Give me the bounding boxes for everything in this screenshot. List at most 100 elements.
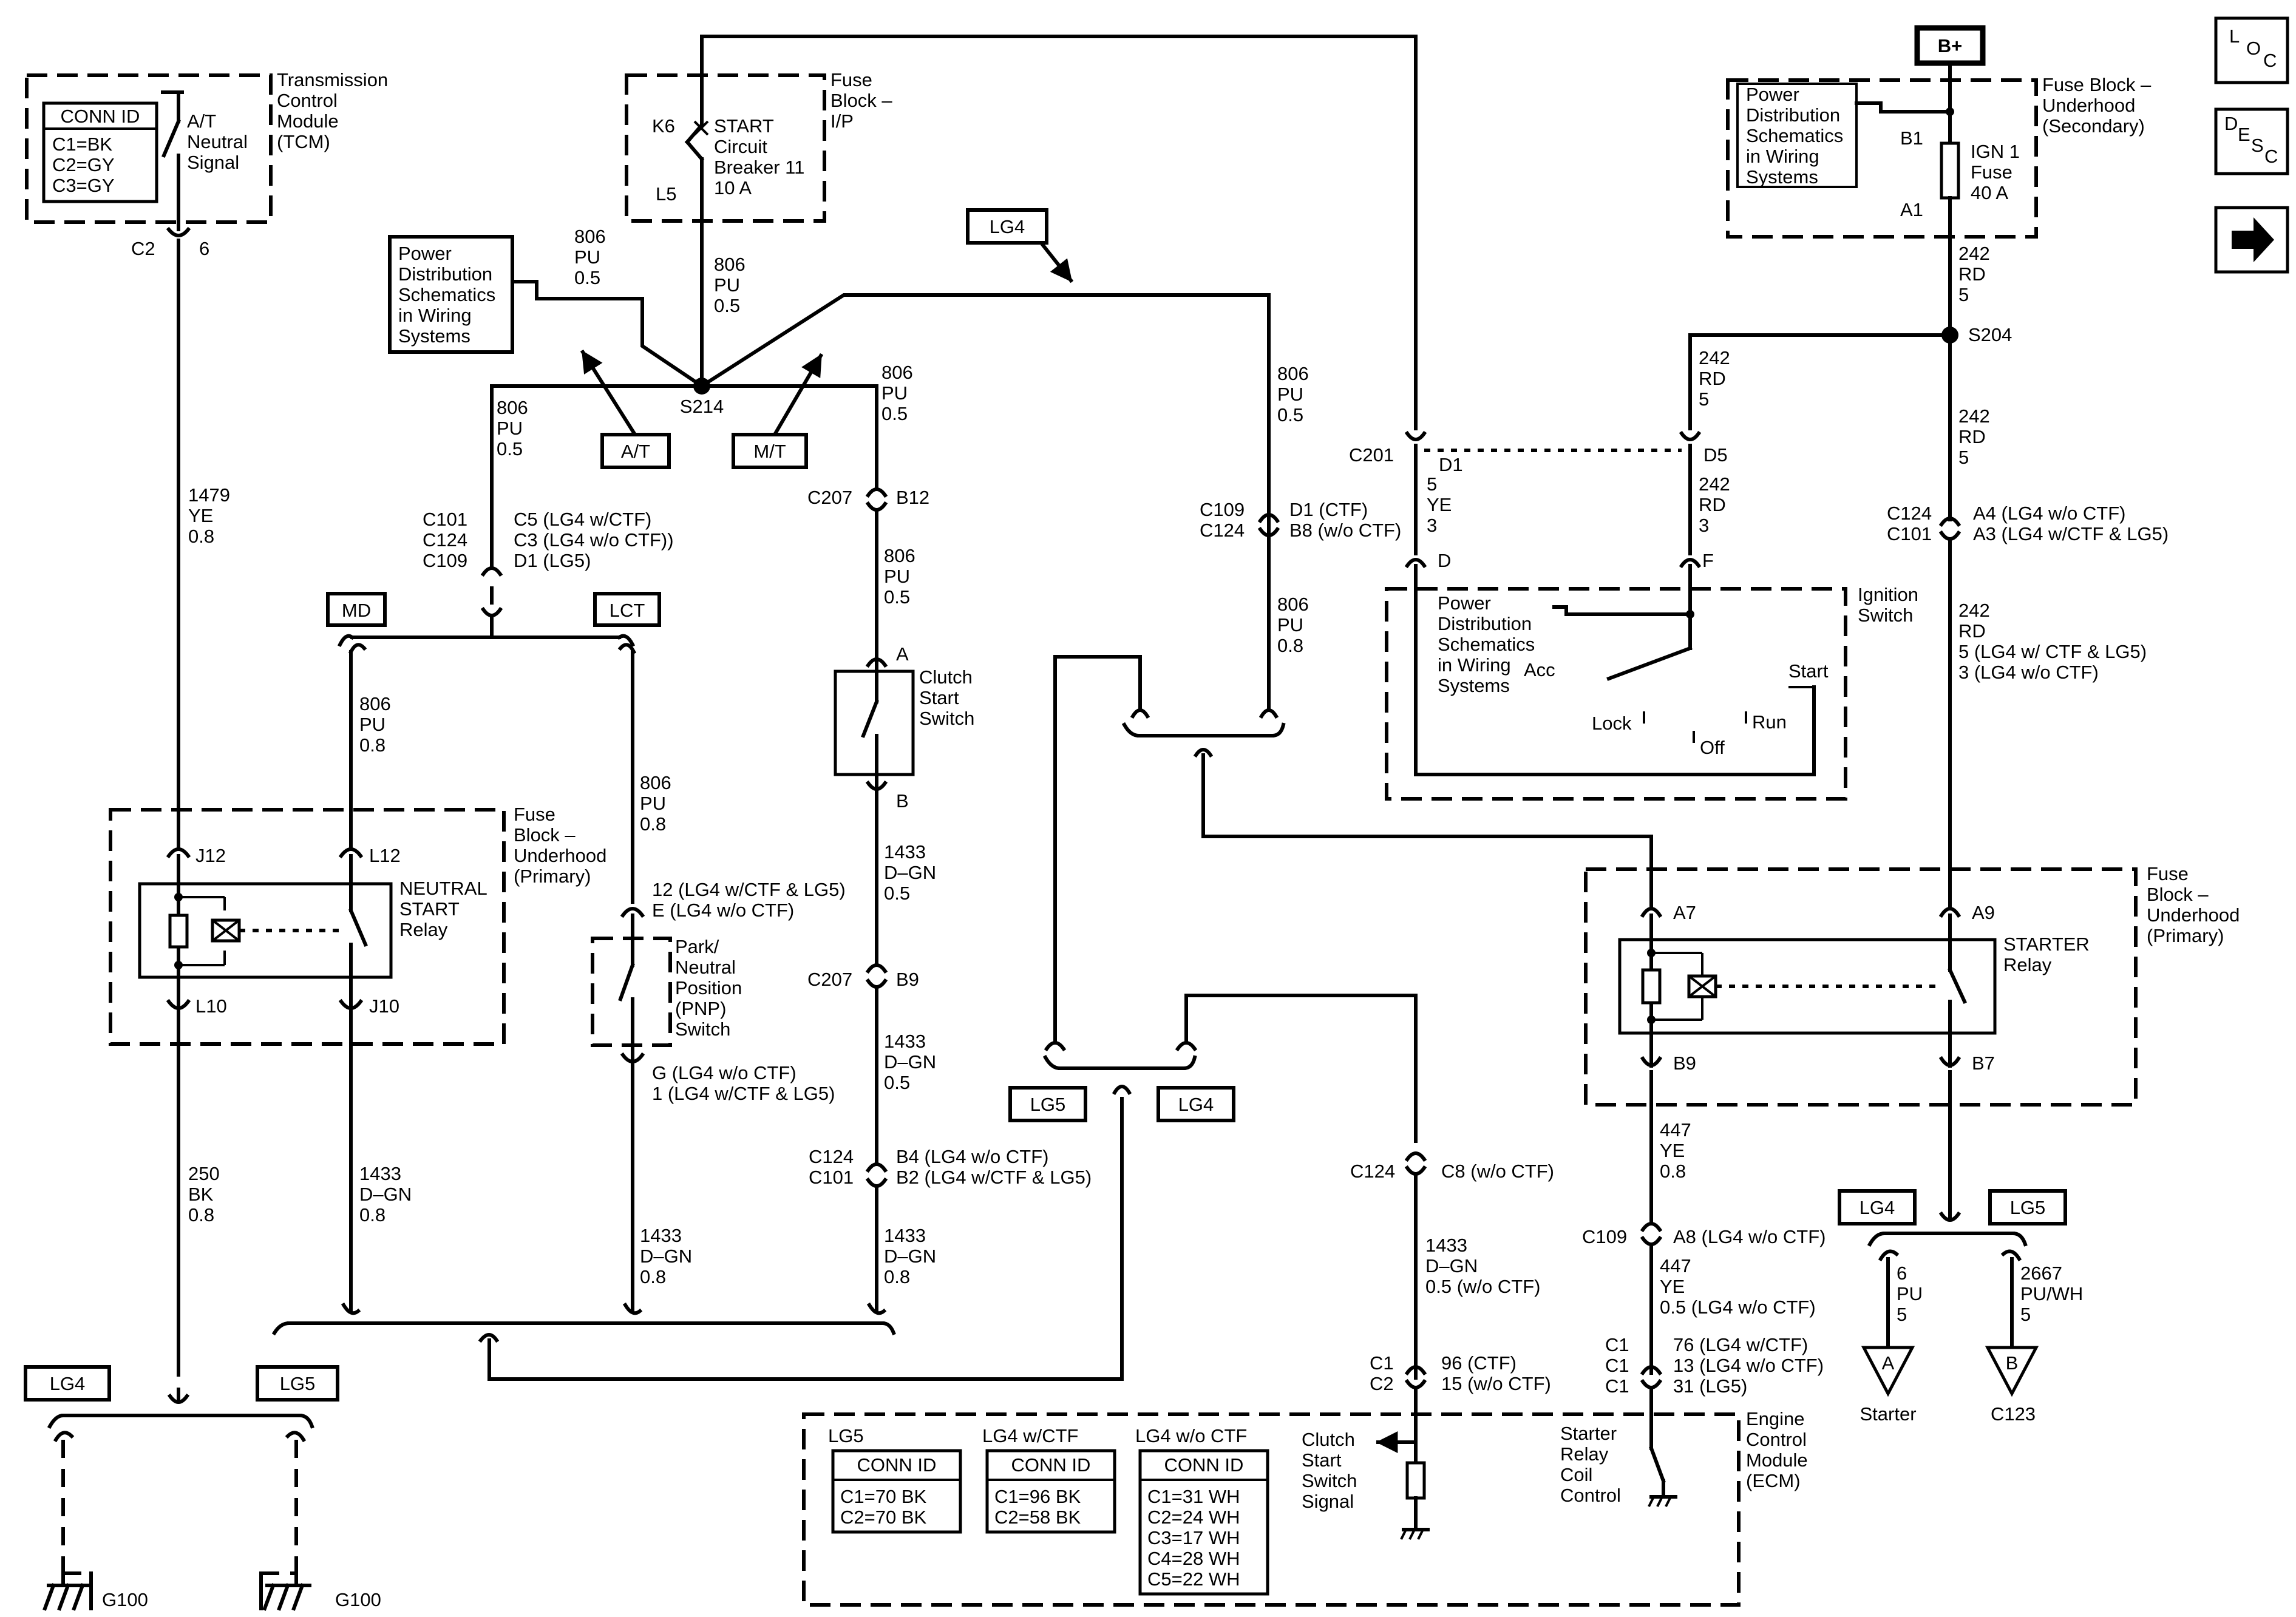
lg4-box-top: LG4 bbox=[990, 216, 1025, 237]
md-box: MD bbox=[342, 600, 371, 621]
g100-label-a: G100 bbox=[102, 1589, 148, 1610]
pin-l5: L5 bbox=[656, 183, 676, 205]
conn-c207-a: C207 bbox=[807, 487, 852, 508]
fuse-block-primary-right bbox=[1584, 867, 2138, 1107]
at-box: A/T bbox=[621, 441, 650, 462]
desc-button[interactable]: DESC bbox=[2214, 107, 2289, 175]
bottom-merge-bus bbox=[271, 1085, 1132, 1381]
conn-a4-a3-pins: A4 (LG4 w/o CTF)A3 (LG4 w/CTF & LG5) bbox=[1973, 503, 2169, 544]
pin-b12: B12 bbox=[896, 487, 929, 508]
ground-g100-a bbox=[42, 1571, 93, 1611]
fuse-block-secondary-label: Fuse Block –Underhood(Secondary) bbox=[2042, 74, 2152, 137]
pin-d1-right: D1 bbox=[1439, 454, 1463, 475]
clutch-pin-b: B bbox=[896, 790, 909, 812]
center-y-merge bbox=[1053, 655, 1653, 1045]
lg4-box-mid: LG4 bbox=[1178, 1094, 1214, 1115]
conn-c5-c3-d1-pins: C5 (LG4 w/CTF)C3 (LG4 w/o CTF))D1 (LG5) bbox=[514, 509, 674, 571]
offpage-a-triangle bbox=[1861, 1346, 1915, 1397]
starter-label: Starter bbox=[1860, 1403, 1916, 1425]
ecm-block bbox=[802, 1412, 1741, 1607]
pin-k6: K6 bbox=[652, 115, 675, 137]
conn-b4-b2-pins: B4 (LG4 w/o CTF)B2 (LG4 w/CTF & LG5) bbox=[896, 1146, 1092, 1188]
lg5-lg4-mid-split bbox=[1042, 994, 1418, 1143]
fuse-block-ip bbox=[625, 73, 826, 223]
splice-s214-label: S214 bbox=[680, 396, 724, 417]
next-arrow-button[interactable] bbox=[2214, 206, 2289, 274]
pin-b7: B7 bbox=[1972, 1053, 1995, 1074]
lg4-box-right: LG4 bbox=[1860, 1197, 1895, 1218]
pin-b9-center: B9 bbox=[896, 969, 919, 990]
pnp-pin-12-e: 12 (LG4 w/CTF & LG5)E (LG4 w/o CTF) bbox=[652, 879, 846, 921]
loc-icon: LOC bbox=[2229, 25, 2277, 71]
conn-c8-pin: C8 (w/o CTF) bbox=[1441, 1161, 1554, 1182]
conn-c124-ecm: C124 bbox=[1350, 1161, 1395, 1182]
pin-l12: L12 bbox=[369, 845, 401, 866]
pin-b9-right: B9 bbox=[1673, 1053, 1696, 1074]
ignition-switch bbox=[1385, 587, 1847, 801]
ign1-fuse bbox=[1940, 141, 1960, 200]
tcm-c2-label: C2 bbox=[131, 238, 155, 259]
ign-acc: Acc bbox=[1524, 659, 1555, 680]
pin-j12: J12 bbox=[195, 845, 226, 866]
battery-bplus: B+ bbox=[1938, 35, 1963, 56]
ecm-lg4ctf-label: LG4 w/CTF bbox=[982, 1425, 1078, 1446]
conn-c201: C201 bbox=[1349, 444, 1394, 466]
loc-button[interactable]: LOC bbox=[2214, 16, 2289, 84]
pin-b1: B1 bbox=[1900, 127, 1923, 149]
c123-label: C123 bbox=[1991, 1403, 2036, 1425]
ign-start: Start bbox=[1788, 660, 1829, 682]
pin-a1: A1 bbox=[1900, 199, 1923, 220]
pin-l10: L10 bbox=[195, 995, 227, 1017]
svg-text:CONN ID: CONN ID bbox=[1164, 1454, 1244, 1476]
offpage-b-triangle bbox=[1985, 1346, 2039, 1397]
pin-f-right: F bbox=[1702, 550, 1714, 571]
tcm-conn-id-table bbox=[42, 101, 158, 203]
lg5-box-mid: LG5 bbox=[1030, 1094, 1066, 1115]
lg5-box-right: LG5 bbox=[2010, 1197, 2046, 1218]
pin-a7: A7 bbox=[1673, 902, 1696, 923]
conn-c207-b: C207 bbox=[807, 969, 852, 990]
pin-d5: D5 bbox=[1703, 444, 1728, 466]
conn-a8-pin: A8 (LG4 w/o CTF) bbox=[1673, 1226, 1826, 1247]
